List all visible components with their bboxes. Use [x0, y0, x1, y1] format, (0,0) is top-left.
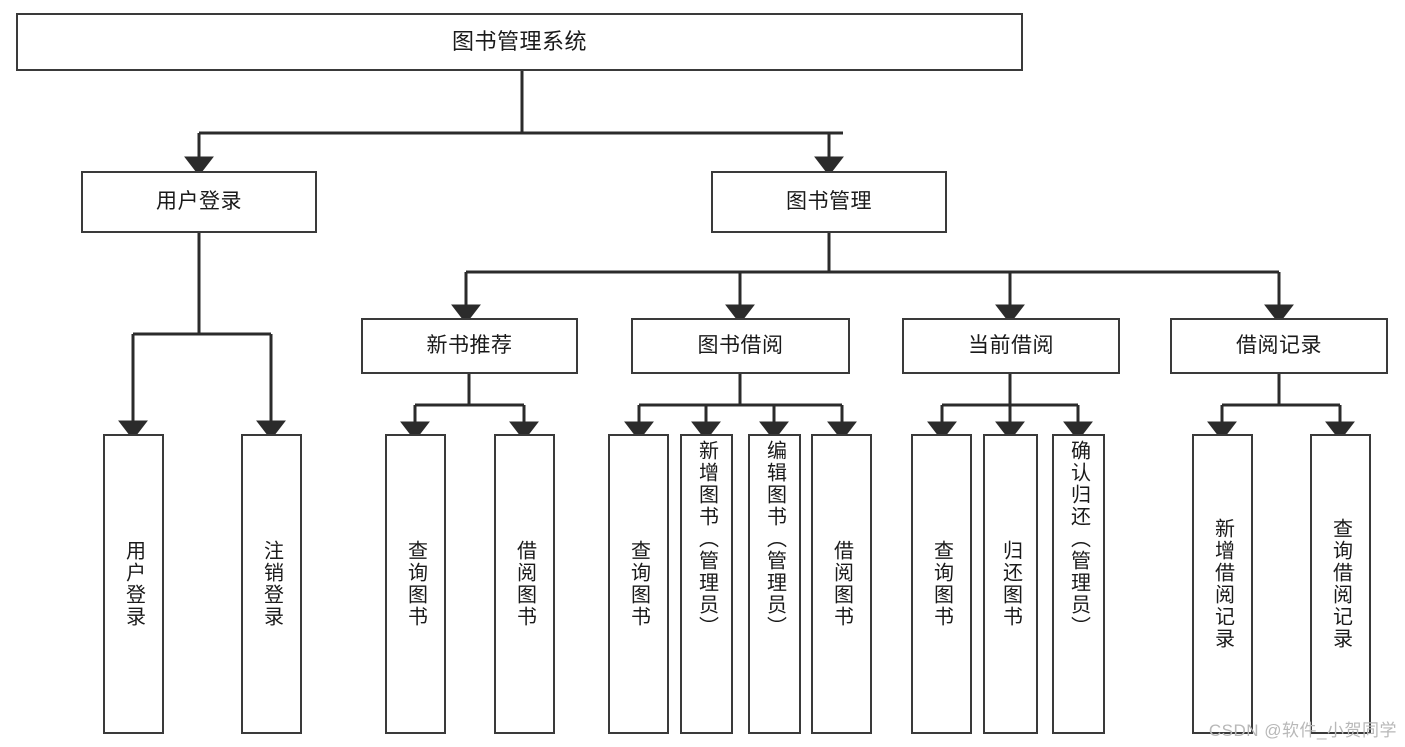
node-label: 图书管理: [786, 190, 872, 214]
node-label: 归还图书: [999, 540, 1022, 628]
node-label: 查询图书: [627, 540, 650, 628]
leaf-borrow-book-borrowing[interactable]: 借阅图书: [811, 434, 872, 734]
node-book-management[interactable]: 图书管理: [711, 171, 947, 233]
leaf-query-book-recommendation[interactable]: 查询图书: [385, 434, 446, 734]
leaf-borrow-book-recommendation[interactable]: 借阅图书: [494, 434, 555, 734]
watermark-text: CSDN @软件_小贺同学: [1208, 721, 1397, 740]
node-label: 借阅图书: [513, 540, 536, 628]
leaf-edit-book-admin[interactable]: 编辑图书（管理员）: [748, 434, 801, 734]
node-label: 借阅图书: [830, 540, 853, 628]
node-label: 确认归还（管理员）: [1067, 440, 1090, 638]
leaf-user-login[interactable]: 用户登录: [103, 434, 164, 734]
node-current-borrowing[interactable]: 当前借阅: [902, 318, 1120, 374]
node-label: 用户登录: [156, 190, 242, 214]
leaf-query-book-current[interactable]: 查询图书: [911, 434, 972, 734]
node-label: 注销登录: [260, 540, 283, 628]
node-user-login[interactable]: 用户登录: [81, 171, 317, 233]
node-label: 查询借阅记录: [1329, 518, 1352, 650]
leaf-add-book-admin[interactable]: 新增图书（管理员）: [680, 434, 733, 734]
leaf-add-borrowing-record[interactable]: 新增借阅记录: [1192, 434, 1253, 734]
leaf-query-book-borrowing[interactable]: 查询图书: [608, 434, 669, 734]
node-label: 当前借阅: [968, 334, 1054, 358]
node-book-borrowing[interactable]: 图书借阅: [631, 318, 850, 374]
node-label: 查询图书: [404, 540, 427, 628]
node-label: 新增借阅记录: [1211, 518, 1234, 650]
node-borrowing-record[interactable]: 借阅记录: [1170, 318, 1388, 374]
node-label: 图书借阅: [697, 334, 784, 358]
node-new-book-recommendation[interactable]: 新书推荐: [361, 318, 578, 374]
node-label: 新书推荐: [426, 334, 513, 358]
leaf-return-book[interactable]: 归还图书: [983, 434, 1038, 734]
leaf-query-borrowing-record[interactable]: 查询借阅记录: [1310, 434, 1371, 734]
node-label: 图书管理系统: [451, 28, 587, 54]
leaf-confirm-return-admin[interactable]: 确认归还（管理员）: [1052, 434, 1105, 734]
node-label: 新增图书（管理员）: [695, 440, 718, 638]
node-label: 用户登录: [122, 540, 145, 628]
leaf-logout[interactable]: 注销登录: [241, 434, 302, 734]
node-label: 编辑图书（管理员）: [763, 440, 786, 638]
node-label: 借阅记录: [1236, 334, 1322, 358]
node-root-book-management-system[interactable]: 图书管理系统: [16, 13, 1023, 71]
node-label: 查询图书: [930, 540, 953, 628]
